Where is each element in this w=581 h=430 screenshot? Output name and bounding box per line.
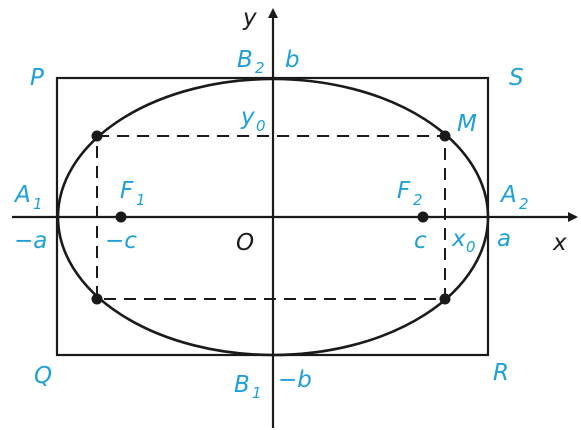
vertex-A1-subscript: 1 bbox=[33, 195, 43, 213]
vertex-B1-label: B bbox=[234, 372, 250, 398]
semi-minor-b-label: b bbox=[285, 47, 300, 73]
focus-F2-subscript: 2 bbox=[413, 191, 423, 209]
corner-Q-label: Q bbox=[34, 363, 52, 389]
c-label: c bbox=[414, 228, 427, 254]
corner-P-label: P bbox=[30, 65, 44, 91]
vertex-bottom-left-point bbox=[91, 293, 103, 305]
minus-a-label: −a bbox=[14, 228, 47, 254]
semi-major-a-label: a bbox=[497, 226, 511, 252]
vertex-A2-subscript: 2 bbox=[519, 195, 529, 213]
focus-F1-label: F bbox=[120, 178, 134, 204]
focus-F1-point bbox=[115, 211, 127, 223]
corner-S-label: S bbox=[509, 65, 524, 91]
vertex-bottom-right-point bbox=[439, 293, 451, 305]
vertex-A1-label: A bbox=[13, 182, 31, 208]
y0-label: y bbox=[240, 104, 255, 130]
x-axis-label: x bbox=[552, 230, 567, 256]
vertex-B2-subscript: 2 bbox=[255, 59, 265, 77]
x0-subscript: 0 bbox=[466, 238, 476, 256]
point-M bbox=[439, 130, 451, 142]
vertex-B2-label: B bbox=[237, 47, 253, 73]
focus-F1-subscript: 1 bbox=[136, 191, 146, 209]
minus-c-label: −c bbox=[105, 228, 137, 254]
y0-subscript: 0 bbox=[256, 117, 266, 135]
vertex-top-left-point bbox=[91, 130, 103, 142]
focus-F2-point bbox=[417, 211, 429, 223]
vertex-B1-subscript: 1 bbox=[252, 384, 262, 402]
minus-b-label: −b bbox=[278, 367, 312, 393]
focus-F2-label: F bbox=[397, 178, 411, 204]
origin-label: O bbox=[236, 230, 254, 256]
corner-R-label: R bbox=[493, 360, 509, 386]
vertex-A2-label: A bbox=[499, 182, 517, 208]
y-axis-label: y bbox=[242, 5, 257, 31]
x0-label: x bbox=[451, 226, 466, 252]
point-M-label: M bbox=[457, 111, 477, 137]
